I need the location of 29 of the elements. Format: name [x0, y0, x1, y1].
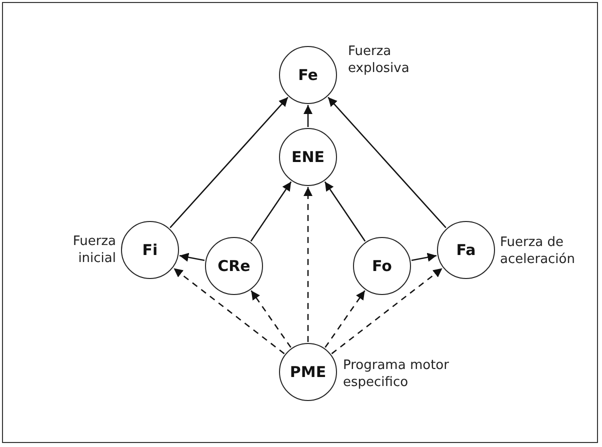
- arrow: [411, 252, 437, 262]
- node-caption: Fuerza de aceleración: [500, 234, 576, 268]
- node-caption: Fuerza explosiva: [348, 43, 410, 77]
- arrow: [328, 96, 446, 228]
- arrow: [331, 268, 443, 354]
- node-caption: Fuerza inicial: [72, 233, 116, 267]
- node-label: Fi: [142, 241, 158, 259]
- node-circle: [205, 237, 263, 295]
- arrow: [179, 252, 205, 262]
- arrow: [304, 187, 312, 342]
- node-label: CRe: [218, 257, 250, 275]
- arrow: [324, 290, 366, 348]
- node-label: ENE: [291, 148, 325, 166]
- node-circle: [353, 237, 411, 295]
- arrow: [170, 96, 288, 228]
- node-label: Fa: [456, 241, 476, 259]
- node-caption: Programa motor especifico: [343, 357, 450, 391]
- arrow: [250, 290, 292, 348]
- node-label: Fo: [372, 257, 392, 275]
- arrow: [173, 268, 285, 354]
- node-label: PME: [290, 363, 326, 381]
- arrow: [304, 105, 312, 127]
- node-circle: [121, 221, 179, 279]
- arrow: [250, 181, 292, 242]
- arrow: [324, 181, 366, 242]
- node-label: Fe: [298, 66, 318, 84]
- node-circle: [279, 46, 337, 104]
- node-circle: [437, 221, 495, 279]
- node-circle: [279, 343, 337, 401]
